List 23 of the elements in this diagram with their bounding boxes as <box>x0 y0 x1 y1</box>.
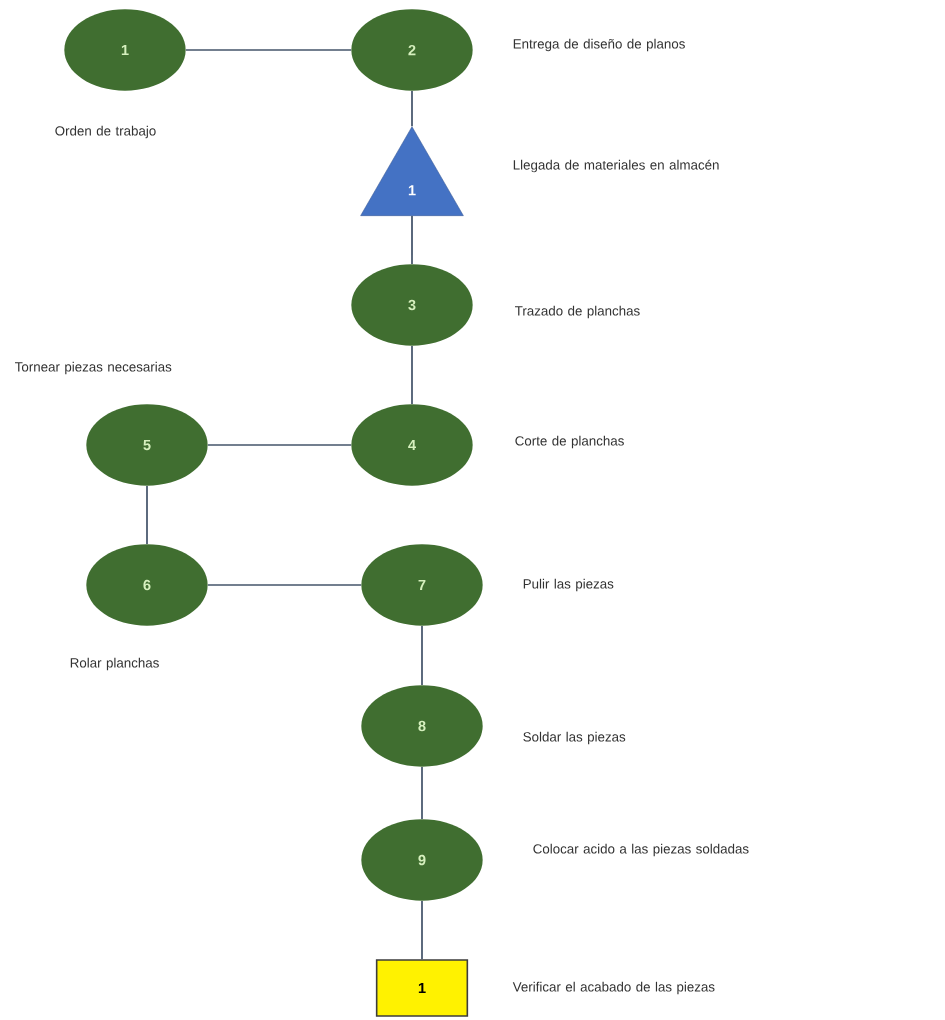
connector-line <box>421 625 423 686</box>
connector-line <box>146 485 148 545</box>
connector-line <box>185 49 352 51</box>
connector-line <box>411 90 413 127</box>
step-label: Llegada de materiales en almacén <box>513 159 719 173</box>
storage-triangle: 1 <box>360 126 464 216</box>
connector-line <box>421 766 423 820</box>
step-label: Corte de planchas <box>515 435 624 449</box>
connector-line <box>411 215 413 265</box>
inspection-square: 1 <box>375 959 469 1017</box>
step-label: Tornear piezas necesarias <box>15 361 172 375</box>
step-label: Trazado de planchas <box>515 305 640 319</box>
connector-line <box>421 900 423 961</box>
step-label: Rolar planchas <box>70 657 159 671</box>
connector-line <box>411 345 413 405</box>
step-label: Verificar el acabado de las piezas <box>512 981 715 995</box>
step-label: Orden de trabajo <box>55 125 156 139</box>
connector-line <box>207 584 362 586</box>
step-label: Pulir las piezas <box>523 578 614 592</box>
step-label: Colocar acido a las piezas soldadas <box>533 843 749 857</box>
step-label: Entrega de diseño de planos <box>513 38 685 52</box>
step-label: Soldar las piezas <box>523 731 626 745</box>
connector-line <box>207 444 352 446</box>
